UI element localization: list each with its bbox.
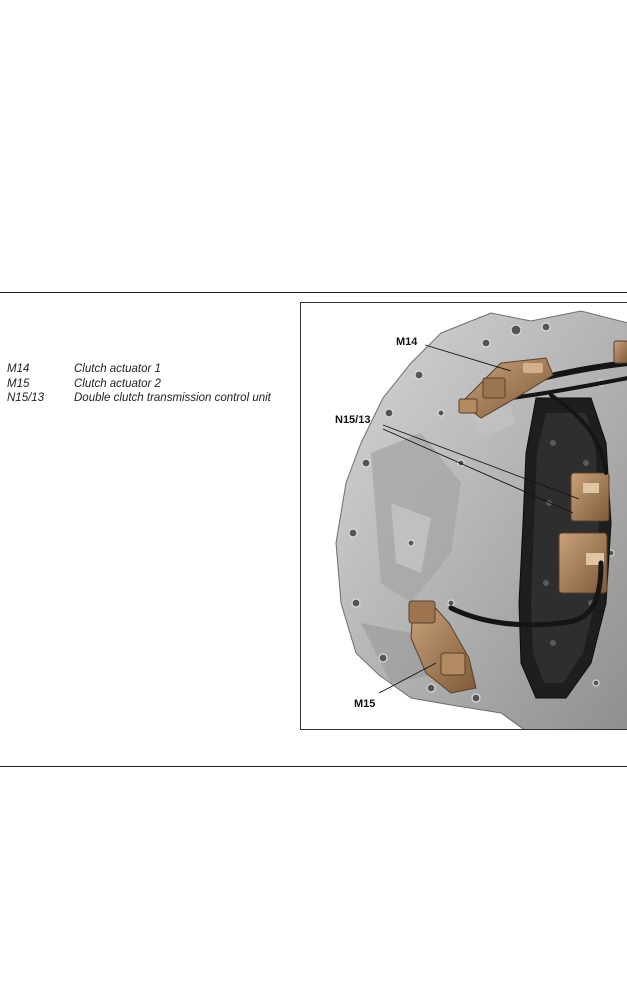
- housing-ridge: [391, 503, 431, 573]
- transmission-figure: M14 N15/13 M15: [300, 302, 627, 730]
- edge-connector: [613, 340, 627, 364]
- callout-m15: M15: [354, 698, 375, 710]
- callout-n15-13: N15/13: [335, 414, 370, 426]
- control-unit-module: [558, 532, 608, 594]
- top-rule: [0, 292, 627, 293]
- legend-code: M15: [7, 377, 30, 390]
- legend-code: M14: [7, 363, 30, 375]
- legend-code: N15/13: [7, 392, 45, 404]
- clutch-actuator-1: [458, 357, 554, 419]
- bolt-holes: [348, 322, 615, 703]
- legend-description: Clutch actuator 2: [74, 377, 161, 390]
- legend: M14 Clutch actuator 1 M15 Clutch actuato…: [7, 362, 287, 406]
- control-unit-connector: [583, 483, 599, 493]
- transmission-illustration: M14 N15/13 M15: [335, 310, 627, 729]
- bottom-rule: [0, 766, 627, 767]
- housing-ridge: [361, 623, 441, 683]
- callout-m14: M14: [396, 336, 418, 348]
- control-unit-module: [570, 472, 610, 522]
- legend-row-m14: M14 Clutch actuator 1: [7, 362, 287, 377]
- legend-description: Clutch actuator 1: [74, 363, 161, 375]
- callout-leaders: [378, 344, 580, 694]
- legend-row-n15-13: N15/13 Double clutch transmission contro…: [7, 391, 287, 406]
- clutch-actuator-2: [408, 600, 477, 694]
- legend-row-m15: M15 Clutch actuator 2: [7, 377, 287, 392]
- legend-description: Double clutch transmission control unit: [74, 392, 271, 404]
